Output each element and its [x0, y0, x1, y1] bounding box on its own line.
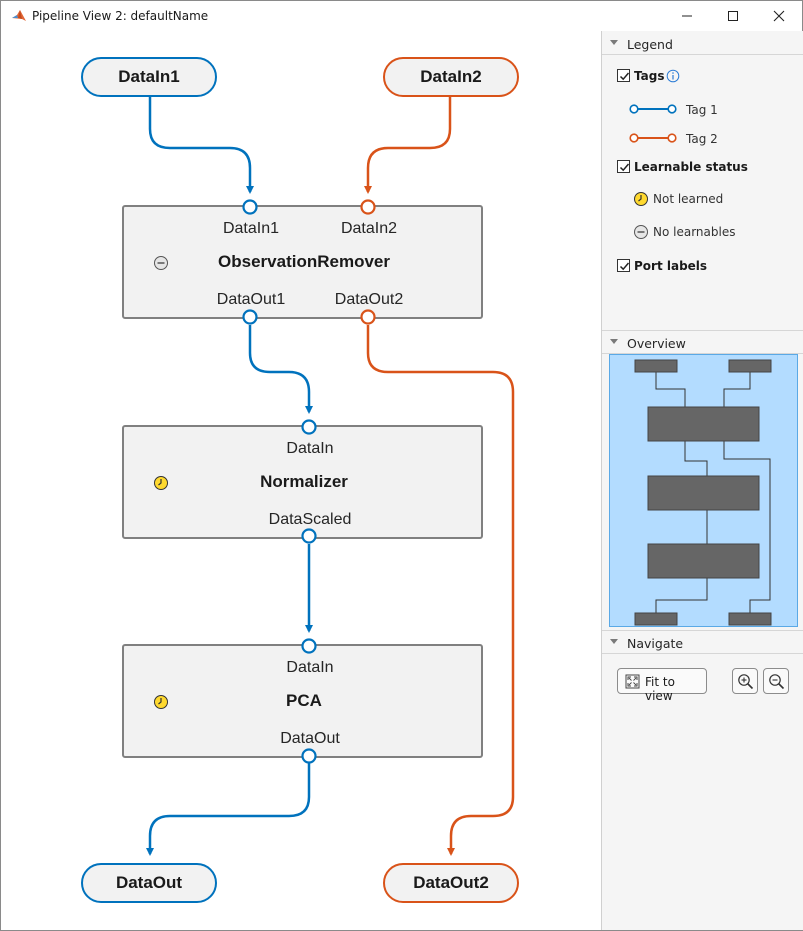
- learnable-status-label: Learnable status: [634, 160, 748, 174]
- in-port-label: DataIn2: [340, 220, 398, 237]
- navigate-header-label: Navigate: [627, 636, 684, 651]
- overview-node: [728, 612, 772, 626]
- overview-node: [634, 359, 678, 373]
- port-circle-in[interactable]: [360, 199, 376, 215]
- zoom-in-button[interactable]: [732, 668, 758, 694]
- check-icon: [619, 262, 630, 271]
- block-title: PCA: [286, 691, 322, 710]
- port-circle-in[interactable]: [242, 199, 258, 215]
- window-title: Pipeline View 2: defaultName: [32, 9, 209, 23]
- port-circle-out[interactable]: [301, 528, 317, 544]
- port-labels-label: Port labels: [634, 259, 708, 273]
- edge-dataout1-normalizer[interactable]: [248, 325, 313, 414]
- port-circle-out[interactable]: [301, 748, 317, 764]
- zoom-out-icon: [769, 674, 785, 690]
- no-learnables-icon: [154, 256, 168, 270]
- overview-section-header[interactable]: Overview: [602, 332, 803, 354]
- overview-header-label: Overview: [627, 336, 686, 351]
- not-learned-clock-icon: [634, 192, 648, 206]
- check-icon: [619, 72, 630, 81]
- tag1-label: Tag 1: [686, 103, 718, 117]
- navigate-section-header[interactable]: Navigate: [602, 632, 803, 654]
- block-title: Normalizer: [260, 472, 348, 491]
- output-node-dataout[interactable]: DataOut: [81, 863, 217, 903]
- edge-datain2[interactable]: [364, 97, 452, 194]
- output-node-label: DataOut: [115, 873, 183, 892]
- legend-header-label: Legend: [627, 37, 673, 52]
- input-node-datain1[interactable]: DataIn1: [81, 57, 217, 97]
- close-button[interactable]: [756, 1, 802, 31]
- output-node-label: DataOut2: [413, 873, 489, 892]
- edge-pca-dataout[interactable]: [146, 763, 311, 856]
- overview-node: [634, 612, 678, 626]
- legend-section-header[interactable]: Legend: [602, 33, 803, 55]
- overview-block: [647, 475, 760, 511]
- overview-node: [728, 359, 772, 373]
- edge-datain1[interactable]: [148, 97, 254, 194]
- not-learned-clock-icon: [154, 695, 168, 709]
- input-node-label: DataIn2: [420, 67, 482, 86]
- tags-label: Tags: [634, 69, 665, 83]
- pipeline-edges: [146, 97, 515, 856]
- in-port-label: DataIn1: [222, 220, 280, 237]
- out-port-label: DataOut1: [216, 291, 286, 308]
- block-pca[interactable]: DataIn PCA DataOut: [122, 644, 483, 758]
- overview-diagram: [634, 359, 772, 626]
- no-learnables-icon: [634, 225, 648, 239]
- overview-minimap[interactable]: [609, 354, 798, 627]
- collapse-caret-icon: [610, 339, 618, 344]
- tag2-swatch: [629, 133, 677, 143]
- maximize-icon: [728, 11, 738, 21]
- info-icon[interactable]: [666, 69, 680, 83]
- input-node-label: DataIn1: [118, 67, 180, 86]
- block-normalizer[interactable]: DataIn Normalizer DataScaled: [122, 425, 483, 539]
- out-port-label: DataScaled: [268, 511, 352, 528]
- out-port-label: DataOut2: [334, 291, 404, 308]
- tag2-label: Tag 2: [686, 132, 718, 146]
- title-bar: Pipeline View 2: defaultName: [1, 1, 802, 31]
- output-node-dataout2[interactable]: DataOut2: [383, 863, 519, 903]
- no-learnables-label: No learnables: [653, 225, 736, 239]
- tags-checkbox[interactable]: [617, 69, 630, 82]
- divider: [602, 353, 803, 354]
- block-title: ObservationRemover: [218, 252, 390, 271]
- maximize-button[interactable]: [710, 1, 756, 31]
- fit-to-view-label: Fit to view: [645, 675, 675, 703]
- learnable-status-checkbox[interactable]: [617, 160, 630, 173]
- edge-dataout2[interactable]: [366, 325, 515, 856]
- zoom-in-icon: [738, 674, 754, 690]
- check-icon: [619, 163, 630, 172]
- port-circle-out[interactable]: [242, 309, 258, 325]
- in-port-label: DataIn: [286, 440, 334, 457]
- matlab-logo-icon: [12, 10, 26, 21]
- fit-to-view-button[interactable]: Fit to view: [617, 668, 707, 703]
- minimize-button[interactable]: [664, 1, 710, 31]
- collapse-caret-icon: [610, 639, 618, 644]
- not-learned-clock-icon: [154, 476, 168, 490]
- block-observationremover[interactable]: DataIn1 DataIn2 ObservationRemover DataO…: [122, 205, 483, 319]
- collapse-caret-icon: [610, 40, 618, 45]
- divider: [602, 630, 803, 631]
- overview-block: [647, 406, 760, 442]
- in-port-label: DataIn: [286, 659, 334, 676]
- tag1-swatch: [629, 104, 677, 114]
- out-port-label: DataOut: [280, 730, 340, 747]
- port-labels-checkbox[interactable]: [617, 259, 630, 272]
- port-circle-out[interactable]: [360, 309, 376, 325]
- divider: [602, 330, 803, 331]
- port-circle-in[interactable]: [301, 638, 317, 654]
- fit-to-view-icon: [625, 674, 640, 689]
- not-learned-label: Not learned: [653, 192, 724, 206]
- close-icon: [773, 10, 785, 22]
- divider: [602, 54, 803, 55]
- overview-block: [647, 543, 760, 579]
- divider: [602, 653, 803, 654]
- panel-divider[interactable]: [601, 31, 602, 930]
- port-circles: [242, 199, 376, 764]
- minimize-icon: [682, 15, 692, 17]
- port-circle-in[interactable]: [301, 419, 317, 435]
- input-node-datain2[interactable]: DataIn2: [383, 57, 519, 97]
- zoom-out-button[interactable]: [763, 668, 789, 694]
